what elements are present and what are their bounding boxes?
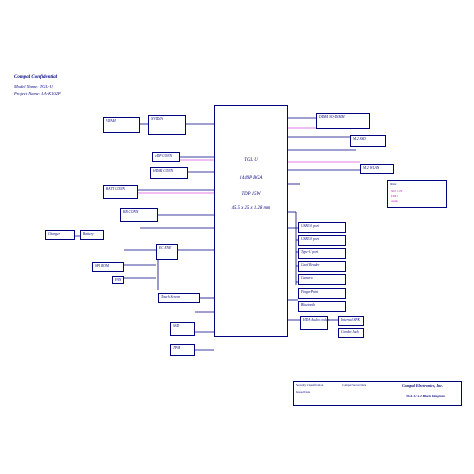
cpu-name: TGL U: [244, 158, 258, 163]
ddr-sodimm-block: DDR4 SO-DIMM: [316, 113, 370, 129]
nvidia-block: NVIDIA: [148, 115, 186, 135]
note-title: Note: [390, 182, 397, 186]
spi-rom-block: SPI ROM: [92, 262, 124, 272]
tpm-block: TPM: [170, 344, 195, 356]
fan-block: FAN: [112, 276, 124, 284]
note-box: Note SIO: 1.0V EDP 1 Audio: [387, 180, 447, 208]
company-name: Compal Electronics, Inc.: [402, 383, 444, 388]
secret-label: Compal Secret Data: [342, 383, 367, 387]
usb-port-1-block: USB3.0 port: [298, 222, 346, 233]
bluetooth-block: Bluetooth: [298, 301, 346, 312]
ssd-block: SSD: [170, 322, 195, 336]
cpu-tdp: TDP 15W: [241, 192, 261, 197]
kb-conn-block: KB CONN: [120, 208, 158, 222]
wlan-block: M.2 WLAN: [360, 164, 394, 174]
note-line: EDP 1: [391, 195, 399, 198]
project-name: Project Name: LA-K102P: [14, 91, 61, 96]
usb-port-2-block: USB3.0 port: [298, 235, 346, 246]
cpu-package: 1449P BGA: [239, 176, 263, 181]
model-name: Model Name: TGL-U: [14, 84, 53, 89]
card-reader-block: Card Reader: [298, 261, 346, 272]
batt-conn-block: BATT CONN: [103, 185, 138, 199]
ec-block: EC ENE: [156, 244, 178, 260]
fingerprint-block: FingerPrint: [298, 288, 346, 299]
confidential-title: Compal Confidential: [14, 75, 58, 80]
m2-ssd-block: M.2 SSD: [350, 135, 386, 147]
cpu-block: TGL U 1449P BGA TDP 15W 45.5 x 25 x 1.28…: [214, 105, 288, 337]
note-line: SIO: 1.0V: [391, 190, 403, 193]
vram-block: VRAM: [103, 117, 140, 133]
internal-spk-block: Internal SPK: [338, 316, 364, 326]
camera-block: Camera: [298, 274, 346, 285]
charger-block: Charger: [45, 230, 75, 240]
issued-label: Issued Date: [296, 390, 311, 394]
battery-block: Battery: [80, 230, 104, 240]
cpu-size: 45.5 x 25 x 1.28 mm: [231, 206, 271, 211]
security-label: Security Classification: [296, 383, 324, 387]
note-line: Audio: [391, 200, 398, 203]
touch-screen-block: Touch Screen: [158, 293, 200, 303]
edp-conn-block: eDP CONN: [152, 152, 180, 162]
title-block: Security Classification Compal Secret Da…: [293, 381, 462, 406]
typec-port-block: Type-C port: [298, 248, 346, 259]
sheet-title: TGL-U 4.2 Block Diagram: [406, 394, 445, 398]
hdmi-conn-block: HDMI CONN: [150, 167, 188, 179]
combo-jack-block: Combo Jack: [338, 328, 364, 338]
audio-codec-block: HDA Audio codec: [300, 316, 329, 330]
